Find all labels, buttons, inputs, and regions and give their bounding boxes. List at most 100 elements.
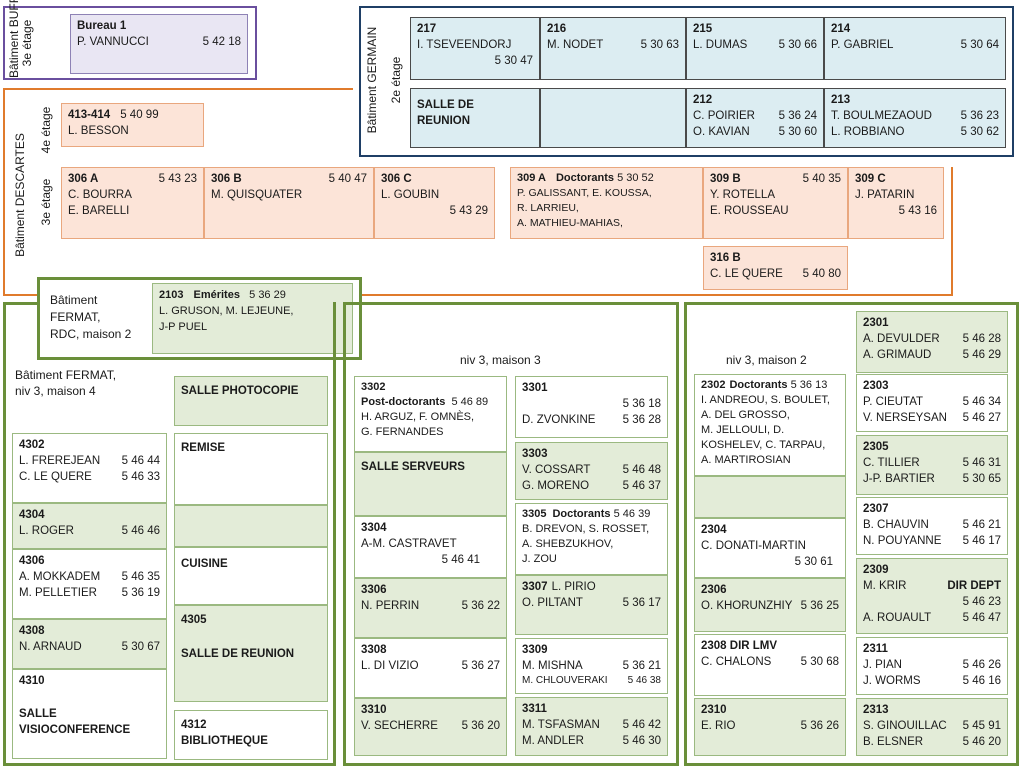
room-4305[interactable]: 4305 SALLE DE REUNION xyxy=(174,605,328,702)
person: P. GALISSANT, E. KOUSSA, xyxy=(517,187,652,199)
person: L. PIRIO xyxy=(551,581,596,593)
person: M. NODET xyxy=(547,39,604,51)
room-number: 2308 DIR LMV xyxy=(701,640,778,652)
room-remise[interactable]: REMISE xyxy=(174,433,328,505)
phone: 5 43 23 xyxy=(158,173,197,185)
person: L. DUMAS xyxy=(693,39,748,51)
phone: 5 46 21 xyxy=(962,519,1001,531)
room-number: 216 xyxy=(547,23,567,35)
fermat-m4-frame-top xyxy=(3,302,38,305)
person: C. CHALONS xyxy=(701,656,772,668)
room-4312[interactable]: 4312 BIBLIOTHEQUE xyxy=(174,710,328,760)
phone: 5 46 37 xyxy=(622,480,661,492)
room-salle-photocopie[interactable]: SALLE PHOTOCOPIE xyxy=(174,376,328,426)
room-germain-salle-reunion[interactable]: SALLE DE REUNION xyxy=(410,88,540,148)
room-label-line2: REUNION xyxy=(417,115,471,127)
room-217[interactable]: 217 I. TSEVEENDORJ 5 30 47 xyxy=(410,17,540,80)
buffon-building-label: Bâtiment BUFFON 3e étage xyxy=(7,0,34,78)
descartes-frame-bottom xyxy=(3,294,953,296)
person: P. CIEUTAT xyxy=(863,396,924,408)
person: M. ANDLER xyxy=(522,735,584,747)
person: G. FERNANDES xyxy=(361,426,444,438)
room-306c[interactable]: 306 C L. GOUBIN 5 43 29 xyxy=(374,167,495,239)
person: A. DEL GROSSO, xyxy=(701,409,790,421)
room-2304[interactable]: 2304 C. DONATI-MARTIN 5 30 61 xyxy=(694,518,846,578)
phone: 5 36 25 xyxy=(800,600,839,612)
phone: 5 46 26 xyxy=(962,659,1001,671)
phone: 5 42 18 xyxy=(202,36,241,48)
descartes-floor4-text: 4e étage xyxy=(39,106,53,154)
room-number: Bureau 1 xyxy=(77,20,127,32)
room-3304[interactable]: 3304 A-M. CASTRAVET 5 46 41 xyxy=(354,516,507,578)
fermat-rdc-line3: RDC, maison 2 xyxy=(50,327,132,341)
phone: 5 36 27 xyxy=(461,660,500,672)
room-cuisine[interactable]: CUISINE xyxy=(174,547,328,605)
phone: 5 46 39 xyxy=(613,508,651,520)
room-number: 4308 xyxy=(19,625,45,637)
room-216[interactable]: 216 M. NODET 5 30 63 xyxy=(540,17,686,80)
person: A. ROUAULT xyxy=(863,612,932,624)
person: O. PILTANT xyxy=(522,597,583,609)
room-tag: DIR DEPT xyxy=(947,580,1001,592)
buffon-frame xyxy=(3,6,257,80)
room-number: 413-414 xyxy=(68,109,111,121)
person: M. KRIR xyxy=(863,580,907,592)
room-m2-empty xyxy=(694,476,846,518)
person: A. MARTIROSIAN xyxy=(701,454,791,466)
room-4310[interactable]: 4310 SALLE VISIOCONFERENCE xyxy=(12,669,167,759)
phone: 5 36 24 xyxy=(778,110,817,122)
person: M. QUISQUATER xyxy=(211,189,303,201)
phone: 5 36 28 xyxy=(622,414,661,426)
person: J-P PUEL xyxy=(159,321,208,333)
room-salle-serveurs[interactable]: SALLE SERVEURS xyxy=(354,452,507,516)
person: L. DI VIZIO xyxy=(361,660,419,672)
room-309c[interactable]: 309 C J. PATARIN 5 43 16 xyxy=(848,167,944,239)
person: C. DONATI-MARTIN xyxy=(701,540,806,552)
phone: 5 30 63 xyxy=(640,39,679,51)
room-3302[interactable]: 3302 Post-doctorants 5 46 89 H. ARGUZ, F… xyxy=(354,376,507,452)
person: Y. ROTELLA xyxy=(710,189,775,201)
room-number: 2301 xyxy=(863,317,889,329)
phone: 5 43 16 xyxy=(898,205,937,217)
room-number: 2310 xyxy=(701,704,727,716)
room-number: 212 xyxy=(693,94,713,106)
phone: 5 46 20 xyxy=(962,736,1001,748)
room-number: 4312 xyxy=(181,719,207,731)
